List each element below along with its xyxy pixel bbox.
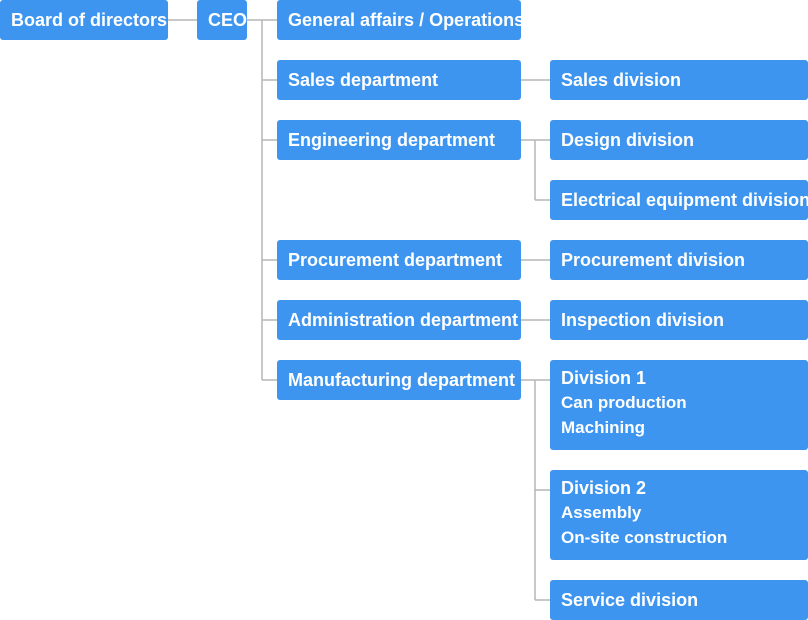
electrical-equipment-division-box: Electrical equipment division [550, 180, 808, 220]
procurement-division-label: Procurement division [561, 249, 746, 270]
procurement-department-box: Procurement department [277, 240, 521, 280]
division-2-box: Division 2 Assembly On-site construction [550, 470, 808, 560]
ceo-box: CEO [197, 0, 247, 40]
board-of-directors-label: Board of directors [11, 9, 168, 30]
design-division-box: Design division [550, 120, 808, 160]
service-division-box: Service division [550, 580, 808, 620]
manufacturing-department-box: Manufacturing department [277, 360, 521, 400]
administration-department-box: Administration department [277, 300, 521, 340]
division-1-title: Division 1 [561, 368, 647, 388]
division-2-item: On-site construction [561, 528, 728, 547]
inspection-division-label: Inspection division [561, 309, 725, 330]
sales-department-label: Sales department [288, 69, 439, 90]
board-of-directors-box: Board of directors [0, 0, 168, 40]
general-affairs-label: General affairs / Operations [288, 9, 525, 30]
procurement-department-label: Procurement department [288, 249, 503, 270]
design-division-label: Design division [561, 129, 695, 150]
sales-division-label: Sales division [561, 69, 682, 90]
division-1-box: Division 1 Can production Machining [550, 360, 808, 450]
division-1-item: Machining [561, 418, 646, 437]
service-division-label: Service division [561, 589, 699, 610]
division-2-title: Division 2 [561, 478, 647, 498]
administration-department-label: Administration department [288, 309, 519, 330]
sales-division-box: Sales division [550, 60, 808, 100]
engineering-department-box: Engineering department [277, 120, 521, 160]
inspection-division-box: Inspection division [550, 300, 808, 340]
division-2-item: Assembly [561, 503, 642, 522]
electrical-equipment-division-label: Electrical equipment division [561, 189, 808, 210]
manufacturing-department-label: Manufacturing department [288, 369, 516, 390]
ceo-label: CEO [208, 9, 248, 30]
procurement-division-box: Procurement division [550, 240, 808, 280]
division-1-item: Can production [561, 393, 687, 412]
engineering-department-label: Engineering department [288, 129, 496, 150]
sales-department-box: Sales department [277, 60, 521, 100]
general-affairs-box: General affairs / Operations [277, 0, 525, 40]
